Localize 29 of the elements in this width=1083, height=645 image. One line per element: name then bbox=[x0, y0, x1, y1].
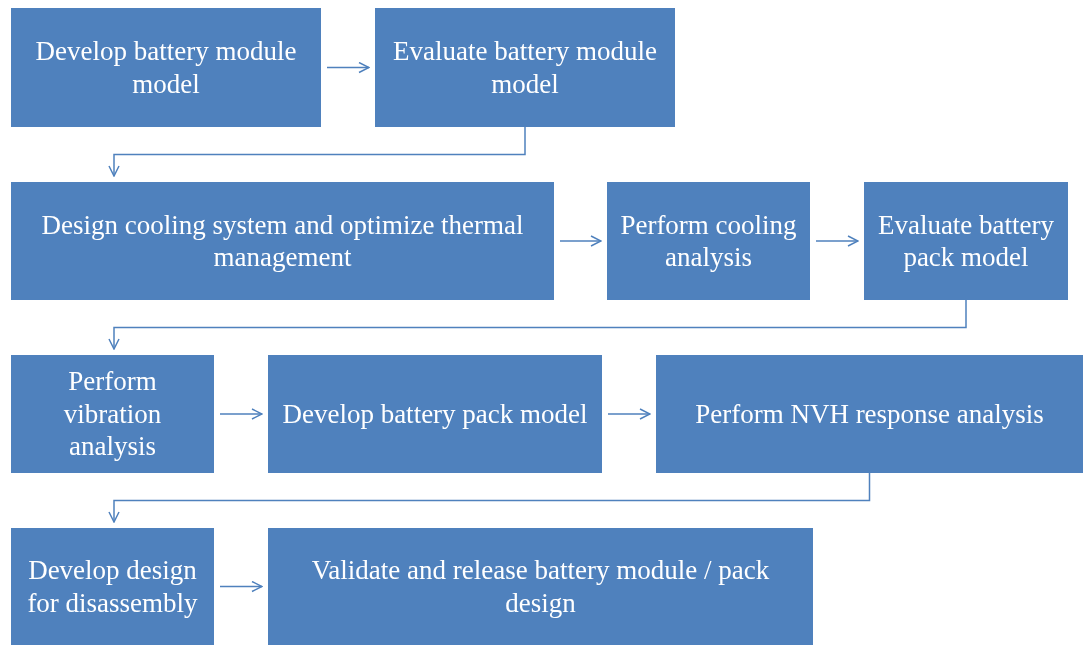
step-text: Perform cooling analysis bbox=[619, 208, 798, 274]
process-box bbox=[656, 355, 1083, 473]
step-text: Design cooling system and optimize thermal management bbox=[40, 208, 525, 274]
step-text: Perform NVH response analysis bbox=[695, 397, 1044, 431]
process-box bbox=[607, 182, 810, 300]
arrow bbox=[326, 61, 370, 74]
step-text: Perform vibration analysis bbox=[62, 365, 163, 463]
step-text: Evaluate battery pack model bbox=[876, 208, 1056, 274]
arrow bbox=[108, 299, 967, 350]
arrow bbox=[108, 472, 871, 523]
process-box bbox=[11, 355, 214, 473]
process-box bbox=[11, 8, 321, 127]
step-text: Develop battery module model bbox=[34, 35, 298, 100]
step-text: Validate and release battery module / pack design bbox=[310, 554, 771, 619]
process-box bbox=[11, 528, 214, 645]
arrow bbox=[108, 126, 526, 177]
step-text: Evaluate battery module model bbox=[392, 35, 658, 100]
process-box bbox=[268, 528, 813, 645]
arrow bbox=[815, 235, 859, 247]
process-box bbox=[11, 182, 554, 300]
step-text: Develop battery pack model bbox=[282, 397, 588, 431]
process-box bbox=[375, 8, 675, 127]
step-text: Develop design for disassembly bbox=[26, 554, 199, 619]
process-box bbox=[864, 182, 1068, 300]
arrow bbox=[607, 408, 651, 420]
arrow bbox=[559, 235, 602, 247]
arrow bbox=[219, 580, 263, 593]
arrow bbox=[219, 408, 263, 420]
process-box bbox=[268, 355, 602, 473]
